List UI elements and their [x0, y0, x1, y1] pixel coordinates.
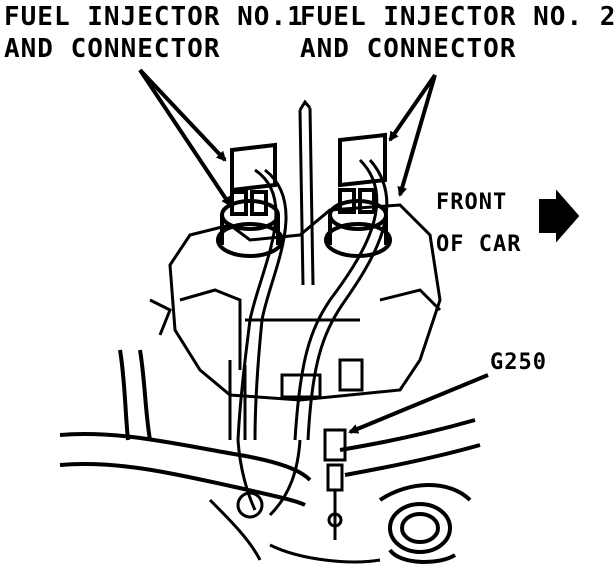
wire-loom-left [59, 349, 312, 507]
front-direction-arrow [539, 189, 580, 243]
front-of-car-label-line2: OF CAR [436, 232, 522, 257]
injector-1-label-line2: AND CONNECTOR [4, 34, 221, 64]
engine-block [208, 491, 381, 564]
injector-2-label: FUEL INJECTOR NO. 2 [300, 2, 616, 32]
injector-wiring-harness [228, 158, 389, 517]
wire-loom-right [339, 418, 481, 477]
front-of-car-label: FRONT [436, 190, 508, 215]
injector-2-label-line2: AND CONNECTOR [300, 34, 517, 64]
harness-clip [280, 358, 364, 399]
fuel-line [298, 99, 315, 286]
throttle-body [149, 203, 442, 402]
injector-1-label: FUEL INJECTOR NO.1 [4, 2, 304, 32]
ground-bolt [323, 428, 347, 540]
air-hose [378, 483, 472, 564]
ground-g250-label: G250 [490, 350, 547, 375]
fuel-injector-1 [216, 142, 284, 258]
leader-arrow [138, 68, 489, 434]
